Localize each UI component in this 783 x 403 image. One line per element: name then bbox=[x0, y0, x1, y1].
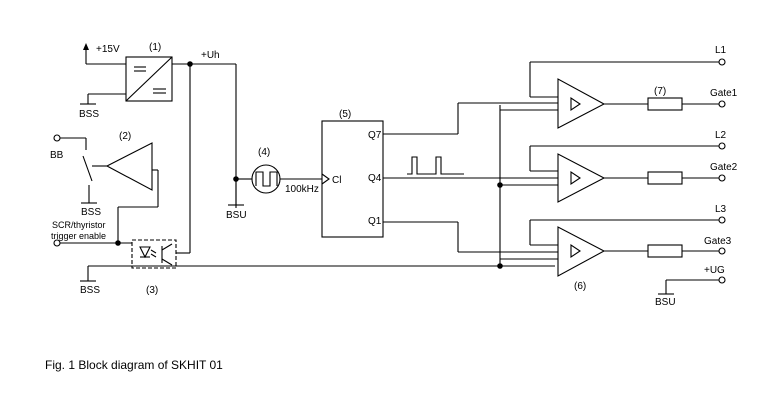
plus-uh-rail bbox=[172, 61, 237, 254]
l3-label: L3 bbox=[715, 204, 727, 215]
q7-to-driver1-wire bbox=[383, 102, 558, 135]
plus-uh-label: +Uh bbox=[201, 50, 220, 61]
bss-mid-label: BSS bbox=[81, 207, 101, 218]
l1-rail bbox=[529, 58, 726, 98]
bss-ground-bottom bbox=[80, 265, 555, 282]
clock-label: Cl bbox=[332, 175, 341, 186]
figure-caption: Fig. 1 Block diagram of SKHIT 01 bbox=[45, 358, 223, 372]
block1-label: (1) bbox=[149, 42, 161, 53]
scr-label-line2: trigger enable bbox=[51, 231, 106, 241]
plus15v-label: +15V bbox=[96, 44, 120, 55]
driver-3 bbox=[557, 226, 648, 277]
bsu-right-label: BSU bbox=[655, 297, 676, 308]
oscillator-block bbox=[228, 164, 322, 206]
bss-ground-top bbox=[80, 93, 126, 105]
comparator-triangle bbox=[105, 142, 159, 242]
gate-resistor-3 bbox=[647, 244, 726, 258]
plus-ug-terminal bbox=[658, 276, 726, 295]
gate3-label: Gate3 bbox=[704, 236, 732, 247]
freq-label: 100kHz bbox=[285, 184, 319, 195]
enable-bus-wire bbox=[497, 105, 558, 269]
driver-1 bbox=[557, 78, 648, 129]
scr-label-line1: SCR/thyristor bbox=[52, 220, 106, 230]
block3-label: (3) bbox=[146, 285, 158, 296]
bb-terminal bbox=[53, 134, 86, 142]
l3-rail bbox=[529, 216, 726, 246]
gate-resistor-2 bbox=[647, 171, 726, 185]
gate1-label: Gate1 bbox=[710, 88, 738, 99]
optocoupler-block bbox=[131, 239, 177, 269]
q1-label: Q1 bbox=[368, 216, 382, 227]
block2-label: (2) bbox=[119, 131, 131, 142]
dc-dc-converter-block bbox=[125, 56, 173, 102]
block7-label: (7) bbox=[654, 86, 666, 97]
counter-block bbox=[321, 120, 384, 238]
bss-top-label: BSS bbox=[79, 109, 99, 120]
plus-ug-label: +UG bbox=[704, 265, 725, 276]
block4-label: (4) bbox=[258, 147, 270, 158]
q4-label: Q4 bbox=[368, 173, 382, 184]
bb-label: BB bbox=[50, 150, 64, 161]
block6-label: (6) bbox=[574, 281, 586, 292]
gate-resistor-1 bbox=[647, 97, 726, 111]
bss-bottom-label: BSS bbox=[80, 285, 100, 296]
l1-label: L1 bbox=[715, 45, 727, 56]
enable-switch bbox=[81, 138, 107, 204]
scr-enable-terminal bbox=[53, 239, 132, 247]
pulse-waveform bbox=[407, 156, 464, 175]
bsu-osc-label: BSU bbox=[226, 210, 247, 221]
l2-label: L2 bbox=[715, 130, 727, 141]
supply-plus15v-wire bbox=[83, 43, 126, 65]
l2-rail bbox=[529, 142, 726, 172]
gate2-label: Gate2 bbox=[710, 162, 738, 173]
block5-label: (5) bbox=[339, 109, 351, 120]
driver-2 bbox=[557, 153, 648, 203]
q7-label: Q7 bbox=[368, 130, 382, 141]
q1-to-driver3-wire bbox=[383, 221, 558, 253]
